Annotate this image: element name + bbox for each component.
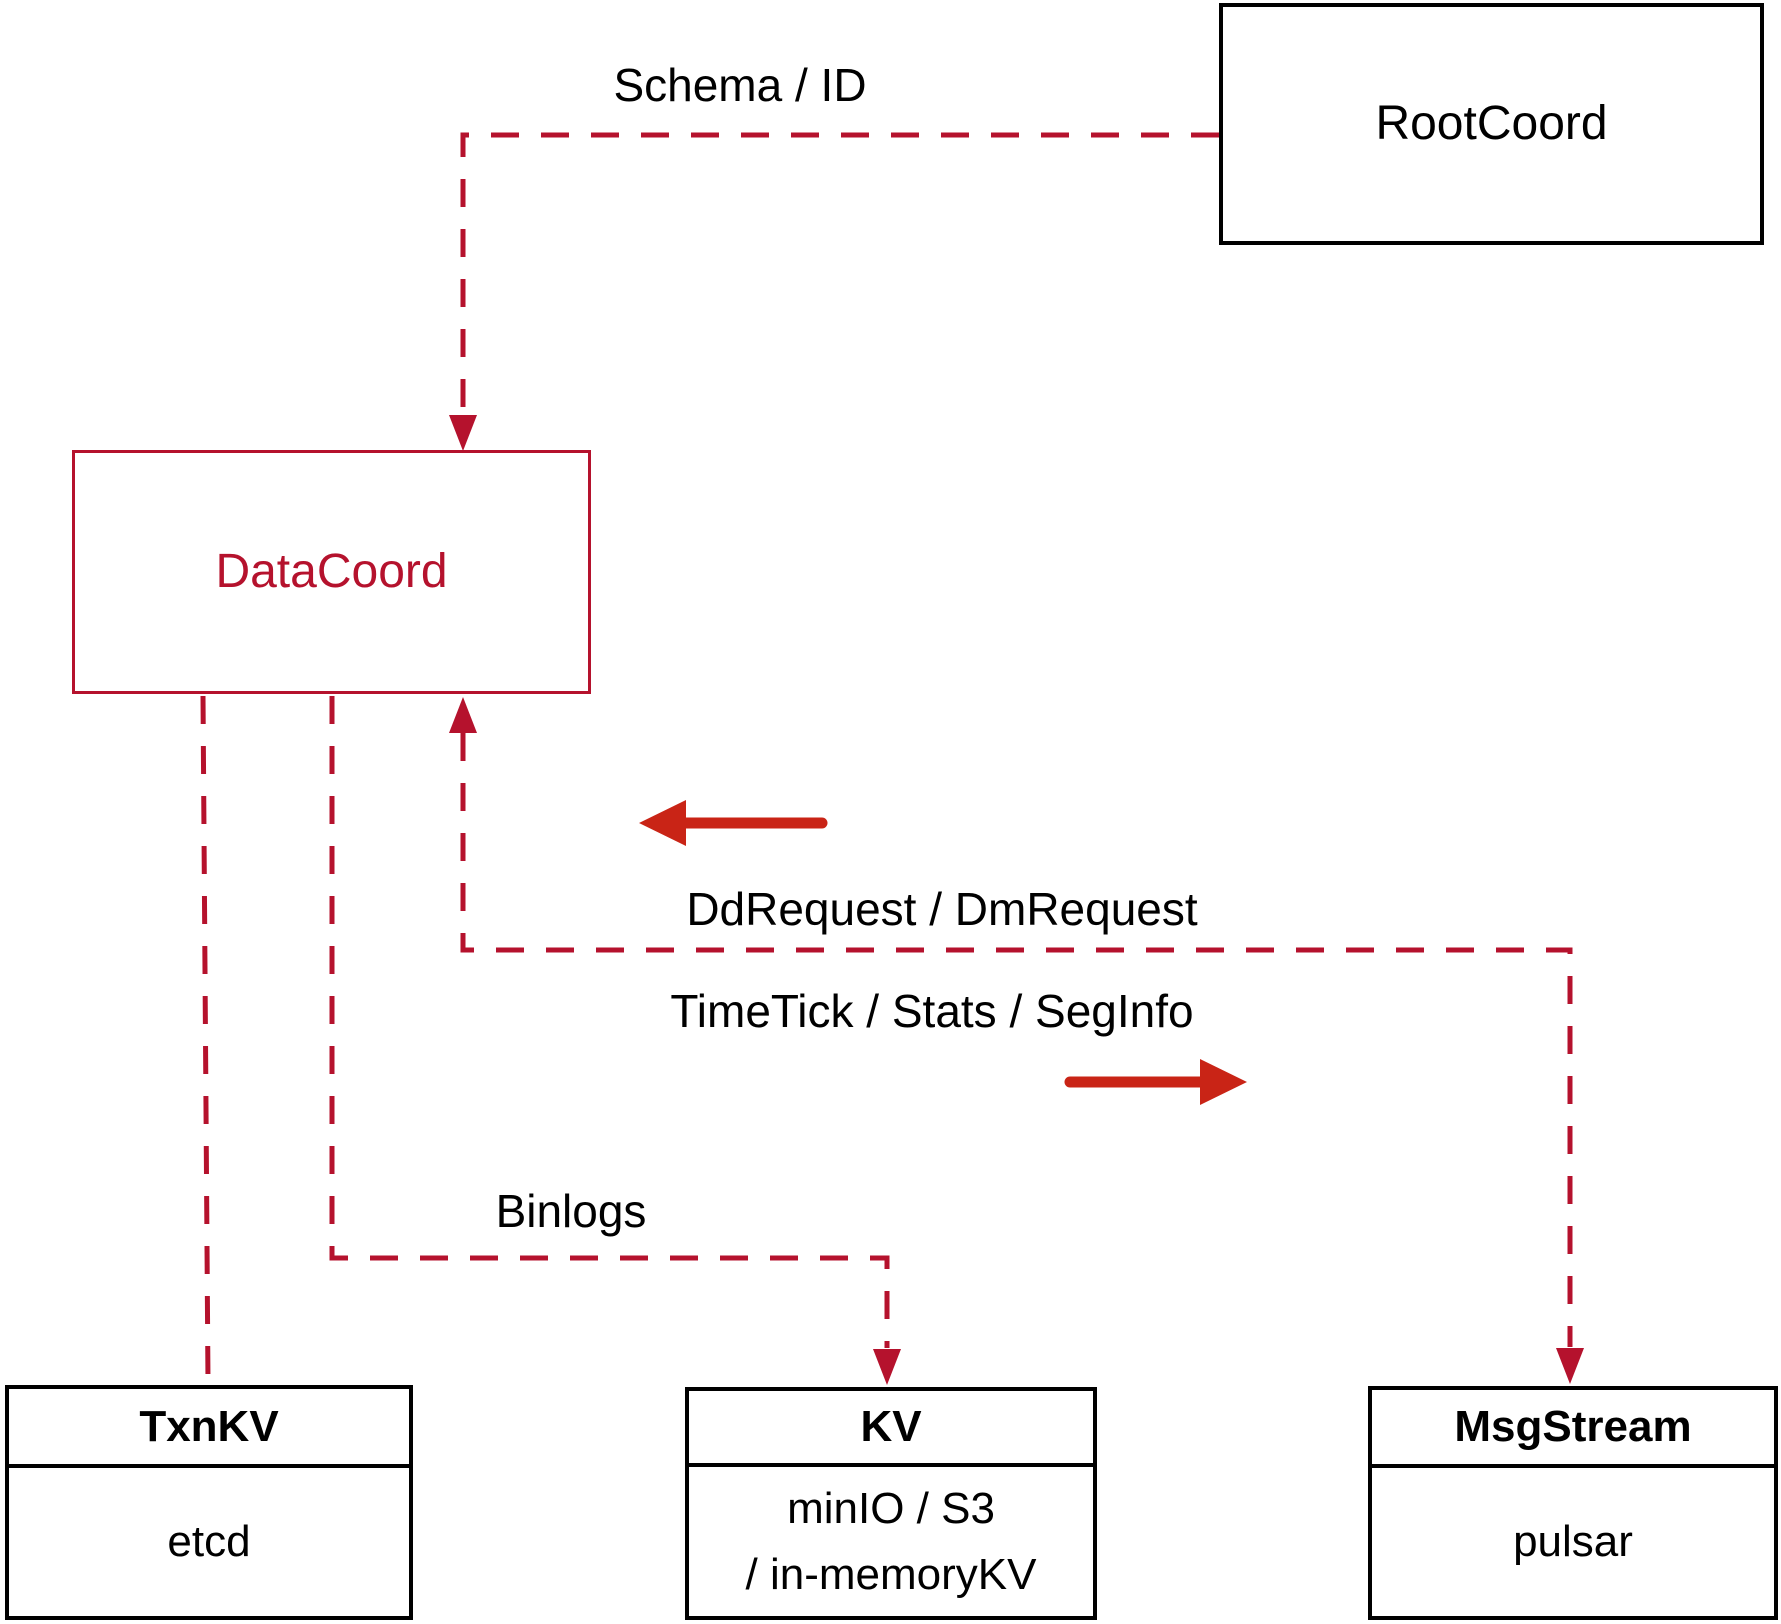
kv-node: KV minIO / S3 / in-memoryKV bbox=[685, 1387, 1097, 1620]
arrowhead-into-msgstream bbox=[1556, 1348, 1584, 1384]
kv-title: KV bbox=[689, 1391, 1093, 1467]
edge-datacoord-msgstream-line bbox=[460, 733, 1573, 1347]
solid-arrow-shafts bbox=[678, 817, 1209, 1088]
dashed-edge-arrowheads bbox=[449, 415, 1584, 1385]
edge-datacoord-to-txnkv-line bbox=[200, 695, 211, 1384]
kv-body: minIO / S3 / in-memoryKV bbox=[689, 1467, 1093, 1616]
solid-arrow-heads bbox=[639, 800, 1247, 1105]
msgstream-title: MsgStream bbox=[1372, 1390, 1774, 1468]
edge-rootcoord-to-datacoord-line bbox=[460, 132, 1219, 414]
edge-label-ddrequest-dmrequest: DdRequest / DmRequest bbox=[686, 883, 1198, 935]
rootcoord-node: RootCoord bbox=[1219, 3, 1764, 245]
edge-label-binlogs: Binlogs bbox=[495, 1185, 647, 1237]
datacoord-node: DataCoord bbox=[72, 450, 591, 694]
kv-body-line-2: / in-memoryKV bbox=[745, 1549, 1037, 1599]
edge-label-timetick-stats-seginfo: TimeTick / Stats / SegInfo bbox=[670, 985, 1194, 1037]
edge-binlogs-to-kv-line bbox=[329, 696, 890, 1348]
msgstream-node: MsgStream pulsar bbox=[1368, 1386, 1778, 1620]
txnkv-node: TxnKV etcd bbox=[5, 1385, 413, 1620]
edge-label-schema-id: Schema / ID bbox=[613, 59, 867, 111]
dashed-edges bbox=[200, 132, 1573, 1384]
arrowhead-into-datacoord-bottom bbox=[449, 697, 477, 733]
arrowhead-into-kv bbox=[873, 1349, 901, 1385]
msgstream-body: pulsar bbox=[1513, 1517, 1633, 1566]
datacoord-label: DataCoord bbox=[215, 545, 448, 598]
txnkv-body: etcd bbox=[167, 1517, 251, 1566]
txnkv-title: TxnKV bbox=[9, 1389, 409, 1468]
arrowhead-into-datacoord-top bbox=[449, 415, 477, 451]
right-direction-arrow-head bbox=[1200, 1059, 1247, 1105]
kv-body-line-1: minIO / S3 bbox=[787, 1483, 995, 1533]
rootcoord-label: RootCoord bbox=[1375, 97, 1608, 150]
left-direction-arrow-head bbox=[639, 800, 686, 846]
